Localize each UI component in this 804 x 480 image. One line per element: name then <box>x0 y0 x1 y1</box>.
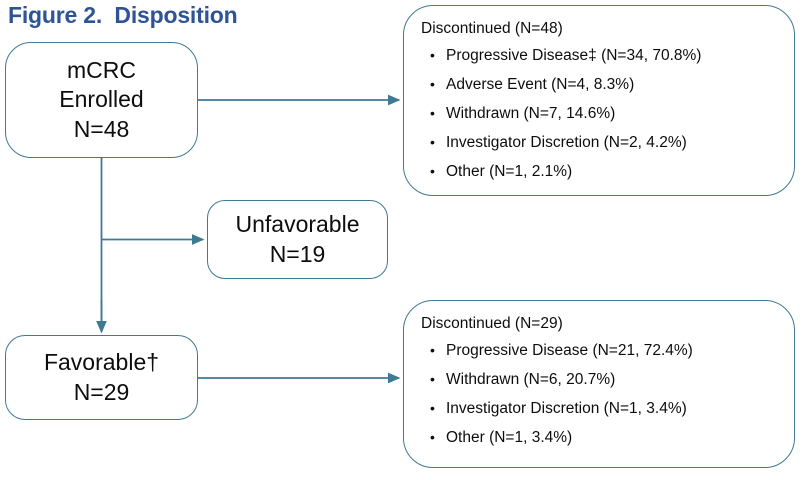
node-mcrc-enrolled-line1: mCRC <box>67 56 136 83</box>
node-favorable-label: Favorable† <box>43 349 160 376</box>
list-item-label: Adverse Event (N=4, 8.3%) <box>446 76 635 93</box>
list-item: • Progressive Disease‡ (N=34, 70.8%) <box>419 47 778 65</box>
panel-discontinued-bottom-list: • Progressive Disease (N=21, 72.4%) • Withd… <box>419 342 778 447</box>
list-item-label: Investigator Discretion (N=1, 3.4%) <box>446 400 687 417</box>
node-unfavorable: Unfavorable N=19 <box>207 200 388 279</box>
node-unfavorable-count: N=19 <box>269 240 326 267</box>
panel-discontinued-bottom-heading: Discontinued (N=29) <box>421 315 563 332</box>
list-item: • Other (N=1, 3.4%) <box>419 429 778 447</box>
node-mcrc-enrolled: mCRC Enrolled N=48 <box>5 42 198 158</box>
list-item: • Withdrawn (N=6, 20.7%) <box>419 371 778 389</box>
bullet-icon: • <box>430 47 435 63</box>
panel-discontinued-top: Discontinued (N=48) • Progressive Disease… <box>403 5 795 196</box>
bullet-icon: • <box>430 105 435 121</box>
node-mcrc-enrolled-count: N=48 <box>73 115 130 142</box>
node-unfavorable-label: Unfavorable <box>235 211 360 238</box>
list-item-label: Withdrawn (N=6, 20.7%) <box>446 371 616 388</box>
bullet-icon: • <box>430 76 435 92</box>
bullet-icon: • <box>430 400 435 416</box>
list-item-label: Other (N=1, 2.1%) <box>446 163 573 180</box>
bullet-icon: • <box>430 371 435 387</box>
list-item: • Withdrawn (N=7, 14.6%) <box>419 105 778 123</box>
list-item-label: Progressive Disease (N=21, 72.4%) <box>446 342 693 359</box>
node-mcrc-enrolled-line2: Enrolled <box>59 86 144 113</box>
list-item: • Investigator Discretion (N=1, 3.4%) <box>419 400 778 418</box>
node-favorable: Favorable† N=29 <box>5 335 198 420</box>
bullet-icon: • <box>430 342 435 358</box>
bullet-icon: • <box>430 134 435 150</box>
panel-discontinued-top-list: • Progressive Disease‡ (N=34, 70.8%) • Adve… <box>419 47 778 181</box>
bullet-icon: • <box>430 163 435 179</box>
panel-discontinued-top-heading: Discontinued (N=48) <box>421 20 563 37</box>
list-item-label: Other (N=1, 3.4%) <box>446 429 573 446</box>
panel-discontinued-bottom: Discontinued (N=29) • Progressive Disease… <box>403 300 795 468</box>
list-item: • Investigator Discretion (N=2, 4.2%) <box>419 134 778 152</box>
node-favorable-count: N=29 <box>73 378 130 405</box>
page-title: Figure 2. Disposition <box>8 2 238 28</box>
list-item-label: Withdrawn (N=7, 14.6%) <box>446 105 616 122</box>
list-item-label: Progressive Disease‡ (N=34, 70.8%) <box>446 47 702 64</box>
list-item: • Progressive Disease (N=21, 72.4%) <box>419 342 778 360</box>
list-item: • Other (N=1, 2.1%) <box>419 163 778 181</box>
bullet-icon: • <box>430 429 435 445</box>
list-item: • Adverse Event (N=4, 8.3%) <box>419 76 778 94</box>
list-item-label: Investigator Discretion (N=2, 4.2%) <box>446 134 687 151</box>
